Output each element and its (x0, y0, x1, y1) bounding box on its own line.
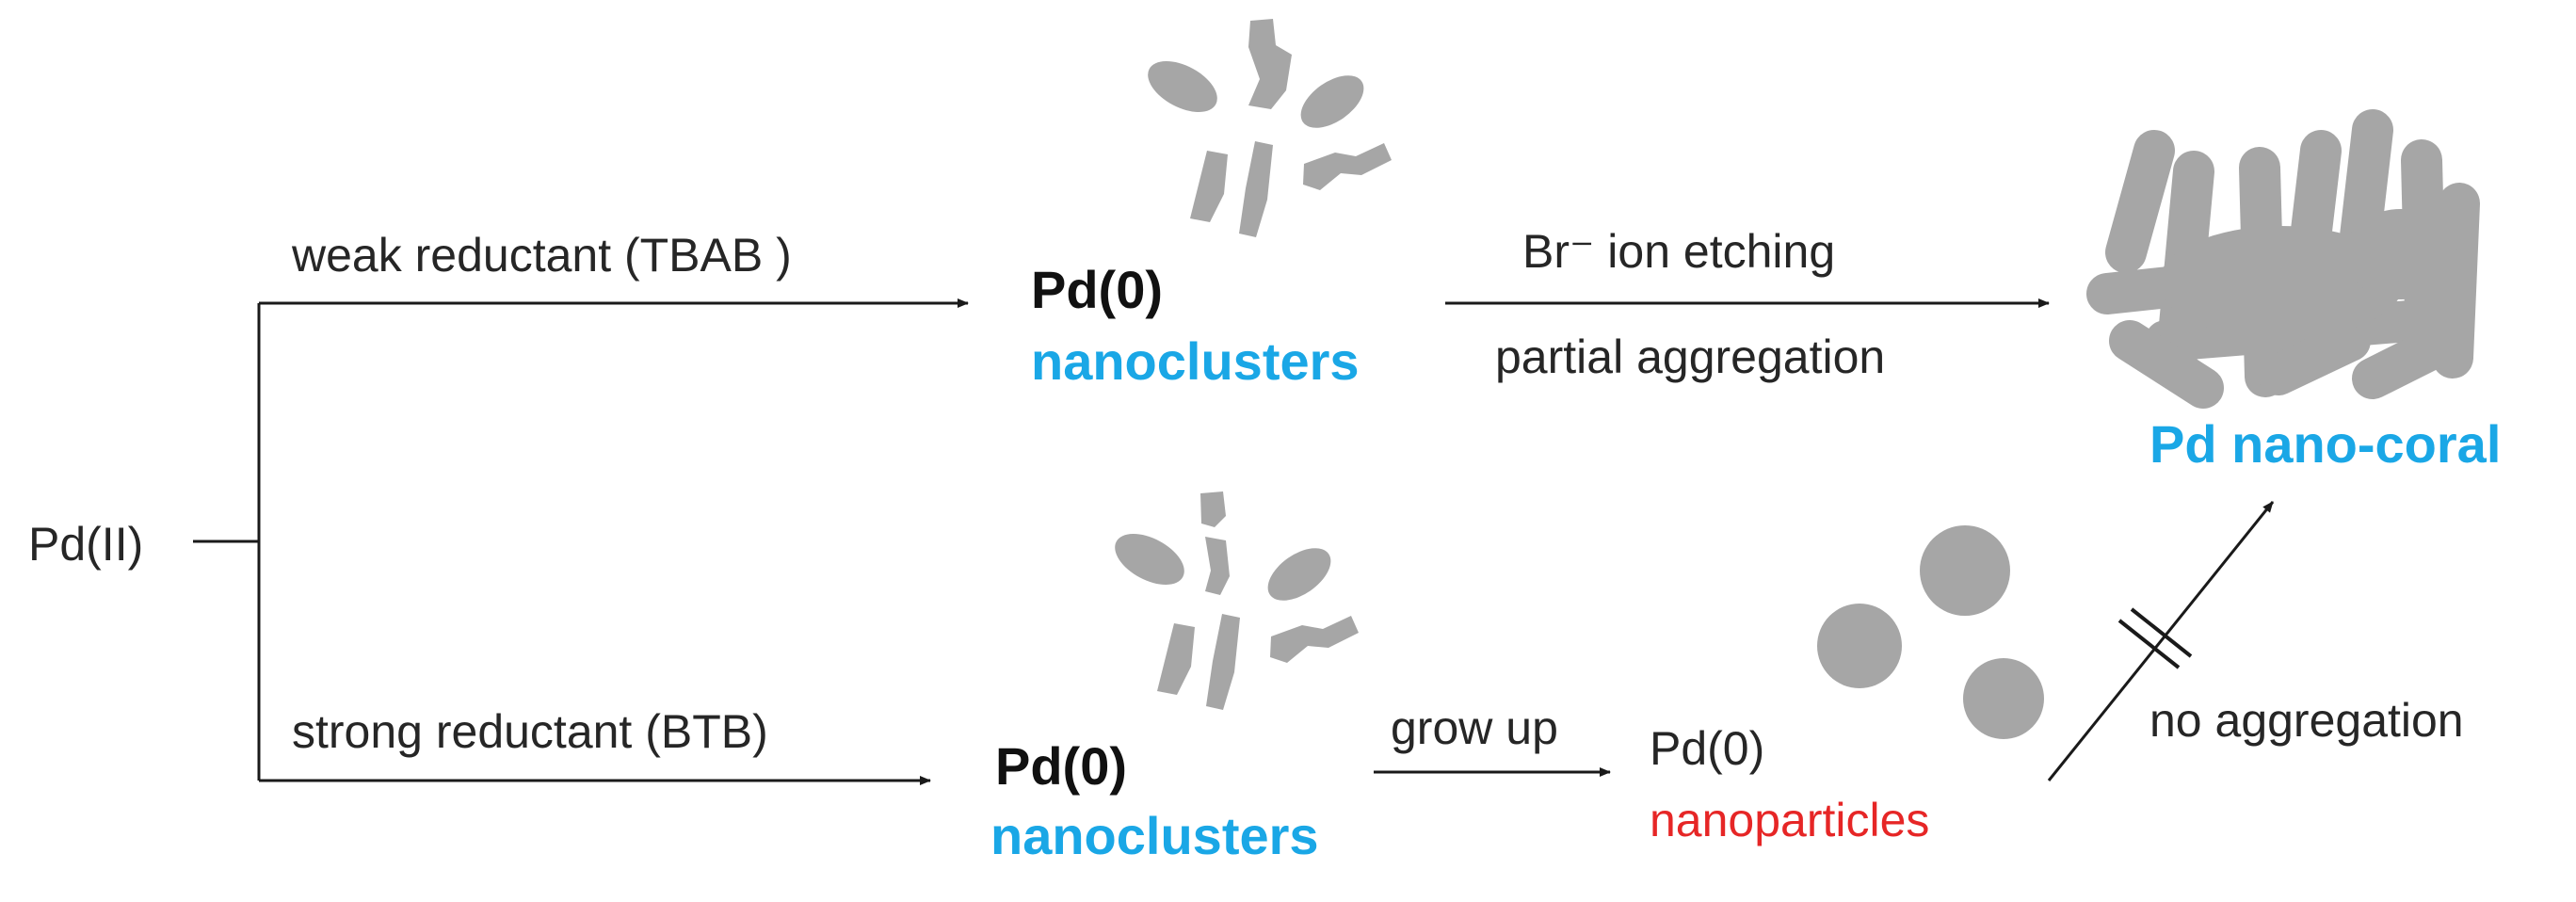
branch-connector (193, 298, 969, 785)
nano-coral-label: Pd nano-coral (2149, 414, 2502, 474)
strong-reductant-label: strong reductant (BTB) (292, 705, 768, 758)
grow-up-label: grow up (1391, 701, 1558, 754)
upper-nanocluster-icon (1148, 19, 1392, 237)
etching-label: Br⁻ ion etching (1522, 225, 1836, 278)
nano-coral-core (2159, 209, 2457, 339)
no-aggregation-label: no aggregation (2149, 694, 2464, 747)
particle-name-label: nanoparticles (1650, 794, 1930, 846)
particle-pd-label: Pd(0) (1650, 722, 1765, 775)
start-label: Pd(II) (28, 518, 144, 571)
blocked-aggregation-arrow (2047, 501, 2275, 781)
upper-cluster-pd-label: Pd(0) (1031, 260, 1163, 319)
upper-cluster-name-label: nanoclusters (1031, 331, 1360, 391)
aggregation-label: partial aggregation (1495, 330, 1886, 383)
lower-nanocluster-icon (1115, 491, 1359, 710)
blocked-mark-icon (2117, 607, 2193, 669)
lower-cluster-pd-label: Pd(0) (995, 736, 1127, 796)
weak-reductant-label: weak reductant (TBAB ) (292, 229, 792, 282)
nanoparticles-icon (1817, 525, 2044, 739)
lower-cluster-name-label: nanoclusters (990, 806, 1319, 865)
